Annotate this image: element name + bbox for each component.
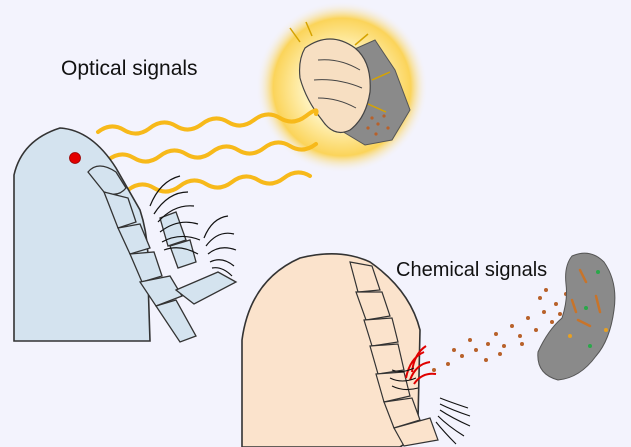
- optical-signals-label: Optical signals: [61, 58, 198, 79]
- light-wave-2: [108, 142, 316, 161]
- eye-icon: [70, 153, 81, 164]
- chemical-signals-label: Chemical signals: [396, 260, 547, 280]
- glowing-prey-icon: [256, 1, 428, 173]
- blue-animal: [14, 128, 236, 342]
- peach-animal: [242, 254, 470, 447]
- light-wave-3: [128, 172, 310, 191]
- detritus-particle-icon: [538, 253, 615, 380]
